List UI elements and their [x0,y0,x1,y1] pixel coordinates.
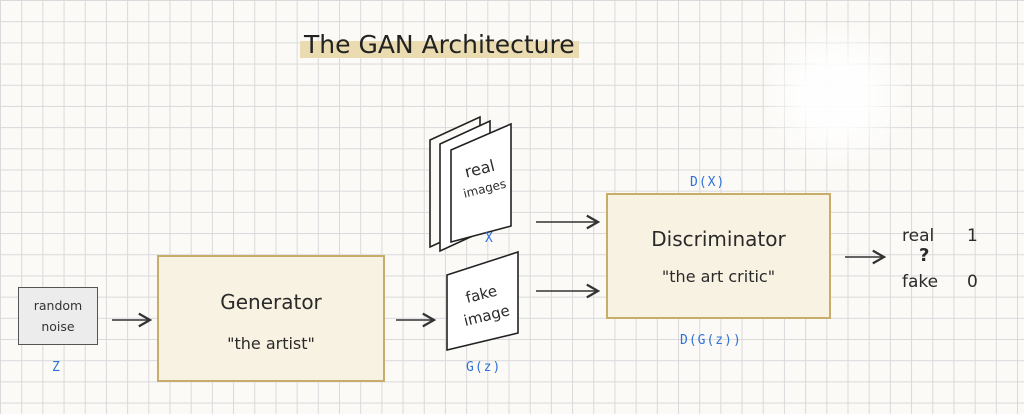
generator-subtitle: "the artist" [227,334,315,353]
discriminator-subtitle: "the art critic" [661,267,776,286]
random-noise-box: random noise [18,287,98,345]
discriminator-fake-output-label: D(G(z)) [680,333,742,348]
noise-variable: Z [52,360,61,375]
noise-label-line1: random [33,298,83,313]
output-fake-value: 0 [967,272,978,292]
generator-box: Generator "the artist" [157,255,385,382]
fake-image-sheet [446,250,519,352]
fake-variable: G(z) [466,360,502,375]
noise-label-line2: noise [41,319,75,334]
discriminator-box: Discriminator "the art critic" [606,193,831,319]
output-fake-label: fake [902,272,939,292]
discriminator-real-output-label: D(X) [690,175,726,190]
generator-title: Generator [220,290,322,314]
output-real-label: real [902,226,935,246]
real-images-stack [429,115,512,253]
discriminator-title: Discriminator [651,227,786,251]
real-variable: X [485,231,494,246]
faded-watermark-area [760,20,910,170]
output-question-mark: ? [919,245,930,266]
page-title: The GAN Architecture [300,28,579,62]
output-real-value: 1 [967,226,978,246]
